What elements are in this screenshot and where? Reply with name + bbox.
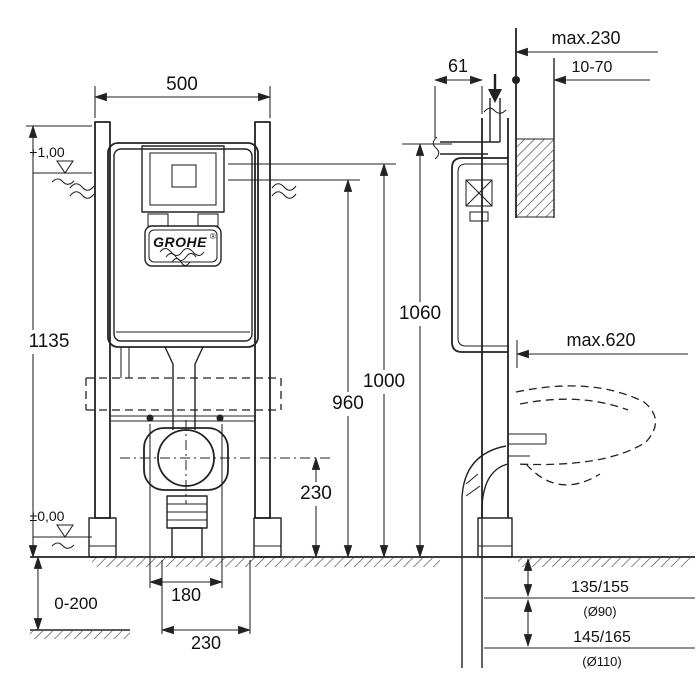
- fixing-bolt-left: [146, 414, 154, 422]
- dim-1060-label: 1060: [399, 303, 441, 324]
- dim-1060: 1060: [397, 142, 452, 559]
- brand-text: GROHE: [153, 234, 207, 250]
- wall-face-reference-dot: [512, 76, 520, 84]
- side-view: [432, 28, 657, 668]
- side-frame: [477, 118, 513, 558]
- frame-rails: [88, 121, 282, 558]
- wall-section: [512, 28, 555, 218]
- dim-outlet-height-230: 230: [297, 456, 335, 559]
- drain-elbow: [120, 420, 332, 504]
- dim-max-620-label: max.620: [566, 330, 635, 350]
- level-marker-upper: +1,00: [29, 144, 92, 185]
- dim-outlet-a-label: 135/155: [571, 579, 629, 596]
- dim-floor-adjust-0-200: 0-200: [30, 555, 130, 639]
- dim-1000: 1000: [228, 162, 407, 559]
- break-squiggle-left: [69, 183, 95, 199]
- floor-line: [30, 556, 695, 567]
- cistern: [107, 142, 259, 348]
- outlet-dimension-labels: 135/155 (Ø90) 145/165 (Ø110): [484, 557, 695, 669]
- side-drain-pipe: [461, 445, 509, 668]
- dim-1000-label: 1000: [363, 371, 405, 392]
- level-floor-label: ±0,00: [30, 508, 65, 524]
- dim-960-label: 960: [332, 393, 364, 414]
- flush-pipe-top: [432, 74, 507, 160]
- flush-funnel: [120, 346, 204, 430]
- inspection-box: [465, 179, 493, 207]
- front-view: GROHE ®: [29, 121, 332, 558]
- grohe-logo: GROHE ®: [144, 225, 222, 267]
- dim-height-label: 1135: [29, 331, 70, 352]
- dim-bolt-spacing-180: 180: [148, 424, 224, 605]
- dim-61-label: 61: [448, 56, 468, 76]
- dim-outlet-b-diameter-label: (Ø110): [582, 654, 622, 669]
- dim-max-620: max.620: [515, 330, 688, 368]
- brand-registered-mark: ®: [210, 232, 216, 241]
- flush-direction-arrow-icon: [488, 89, 502, 103]
- bowl-outline: [508, 385, 657, 486]
- dim-floor-adjust-label: 0-200: [54, 594, 97, 613]
- mounting-band: [85, 377, 282, 411]
- dimensions: 500 1135 230 960 1000: [26, 28, 695, 669]
- break-squiggle-right: [271, 183, 297, 199]
- dim-bolt-spacing-label: 180: [171, 585, 201, 605]
- dim-bottom-230-label: 230: [191, 633, 221, 653]
- dim-outlet-b-label: 145/165: [573, 629, 631, 646]
- dim-width-label: 500: [166, 74, 198, 95]
- level-upper-label: +1,00: [29, 144, 65, 160]
- fixing-bolt-right: [216, 414, 224, 422]
- dim-outlet-height-label: 230: [300, 483, 332, 504]
- side-cistern: [451, 157, 508, 353]
- dim-61: 61: [433, 56, 484, 138]
- dim-10-70: 10-70: [552, 59, 650, 85]
- level-marker-floor: ±0,00: [30, 508, 92, 549]
- dim-960: 960: [228, 178, 367, 559]
- dim-max-depth-label: max.230: [551, 28, 620, 48]
- flush-plate: [141, 145, 225, 227]
- pan-connector: [166, 495, 208, 558]
- dim-wall-range-label: 10-70: [572, 59, 613, 76]
- crossbar-and-bolts: [110, 414, 255, 422]
- dim-height-1135: 1135: [26, 124, 92, 559]
- dim-max-230: max.230: [514, 28, 658, 57]
- dim-outlet-a-diameter-label: (Ø90): [583, 604, 616, 619]
- dim-width-500: 500: [93, 74, 272, 118]
- dim-bottom-230: 230: [160, 560, 252, 653]
